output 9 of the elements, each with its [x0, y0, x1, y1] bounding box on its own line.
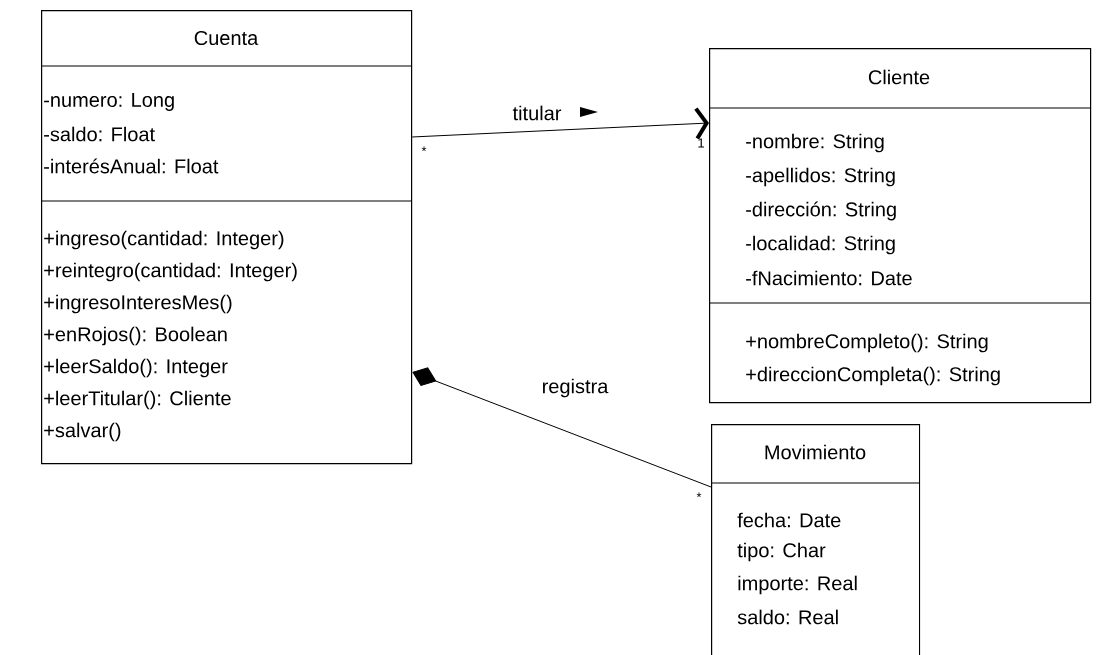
- association-line: [411, 107, 709, 140]
- multiplicity-label: *: [421, 146, 427, 152]
- edge-label: registra: [540, 377, 610, 399]
- edge-label: titular: [511, 104, 563, 122]
- class-box: Cliente -nombre: String -apellidos: String -dirección: String -localidad: String -fNacimiento: Date +nombreCompleto(): String +direccionCompleta(): String: [708, 48, 1092, 404]
- class-box: Cuenta -numero: Long -saldo: Float -interésAnual: Float +ingreso(cantidad: Integer) +reintegro(cantidad: Integer) +ingresoInteresMes() +enRojos(): Boolean +leerSaldo(): Integer +leerTitular(): Cliente +salvar(): [40, 10, 413, 465]
- association-line: [412, 367, 712, 488]
- class-box: Movimiento fecha: Date tipo: Char importe: Real saldo: Real: [710, 424, 921, 655]
- multiplicity-label: *: [696, 492, 702, 498]
